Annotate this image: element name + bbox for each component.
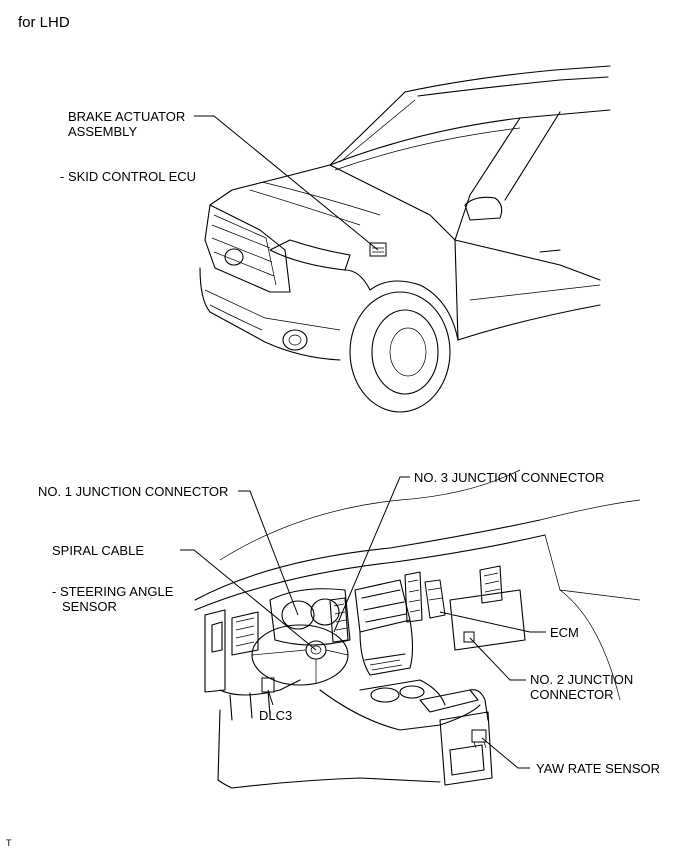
label-no1-junction-connector: NO. 1 JUNCTION CONNECTOR — [38, 484, 229, 499]
footer-mark: T — [6, 838, 12, 848]
label-yaw-rate-sensor: YAW RATE SENSOR — [536, 761, 660, 776]
truck-illustration — [199, 65, 611, 413]
label-steering-angle: - STEERING ANGLE — [52, 584, 174, 599]
label-no2-junction-connector: CONNECTOR — [530, 687, 614, 702]
label-brake-actuator-assembly: ASSEMBLY — [68, 124, 138, 139]
page-title: for LHD — [18, 14, 70, 31]
label-no3-junction-connector: NO. 3 JUNCTION CONNECTOR — [414, 470, 605, 485]
label-skid-control-ecu: - SKID CONTROL ECU — [60, 169, 197, 184]
label-ecm: ECM — [550, 625, 579, 640]
label-steering-angle-sensor: SENSOR — [62, 599, 117, 614]
label-no2-junction: NO. 2 JUNCTION — [530, 672, 634, 687]
label-dlc3: DLC3 — [259, 708, 293, 723]
label-brake-actuator: BRAKE ACTUATOR — [68, 109, 186, 124]
label-spiral-cable: SPIRAL CABLE — [52, 543, 145, 558]
leader-lines — [180, 115, 546, 769]
